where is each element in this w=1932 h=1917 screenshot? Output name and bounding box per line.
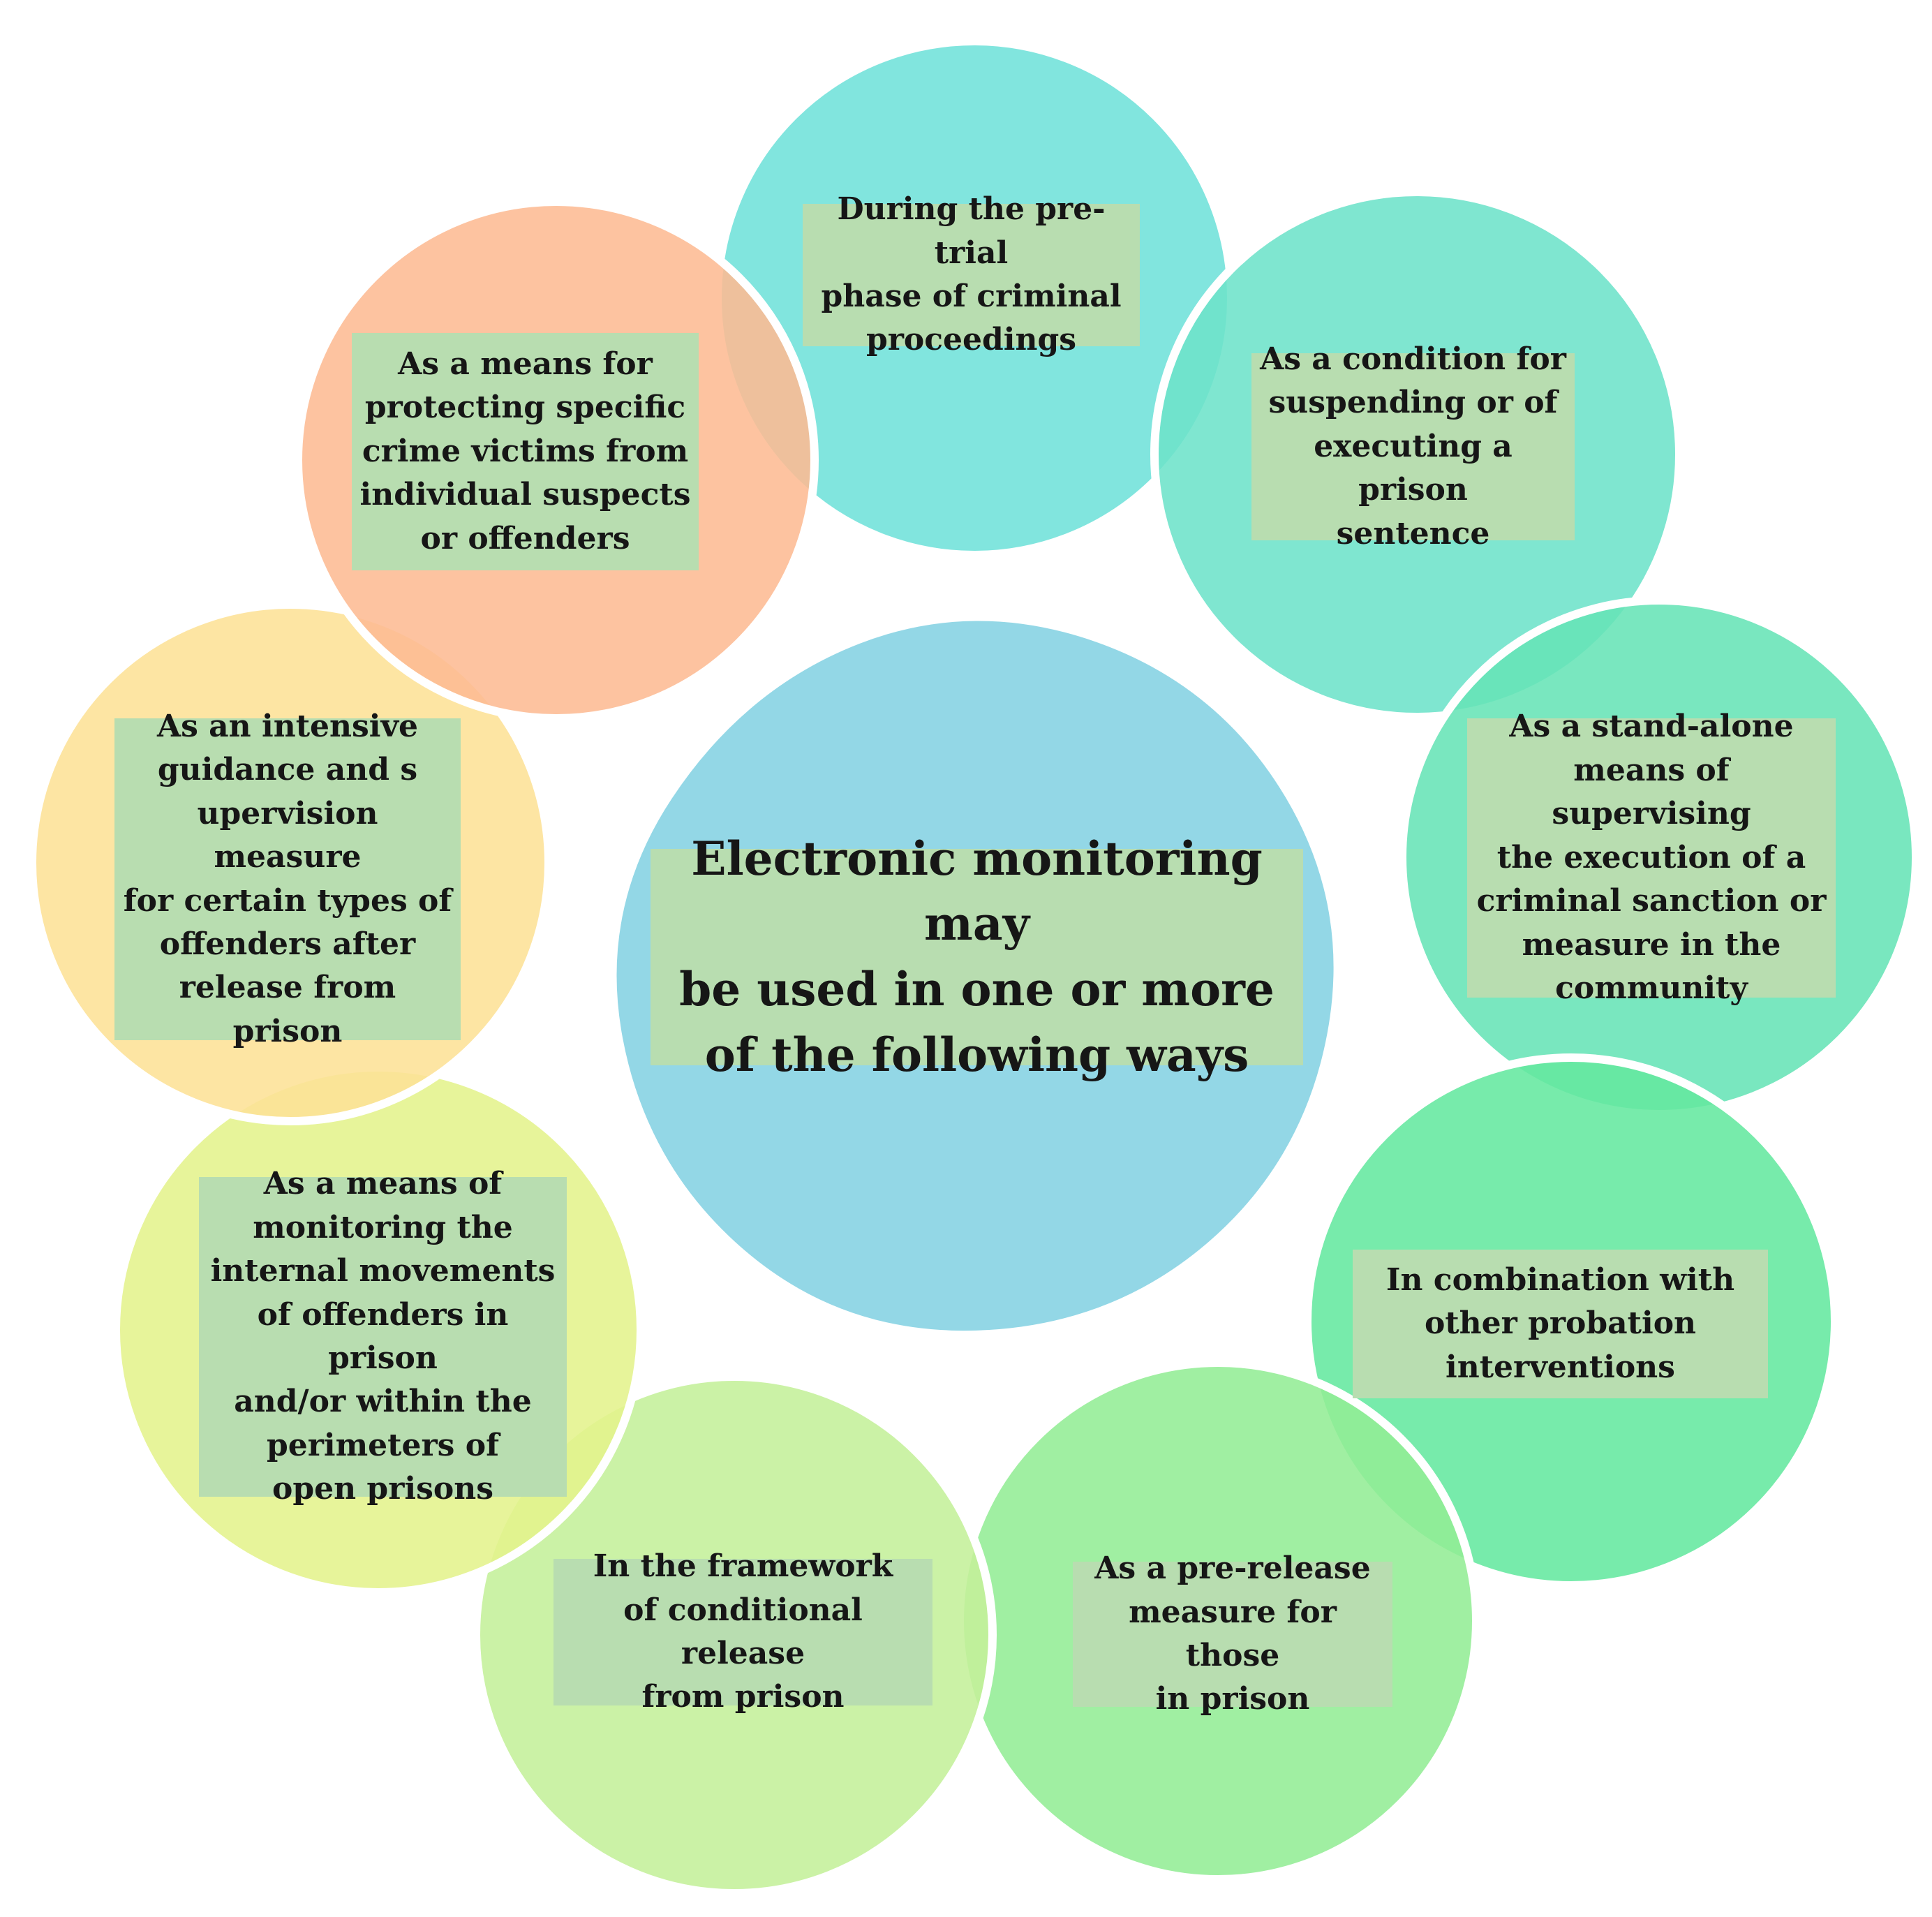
item-label-pre-trial: During the pre-trial phase of criminal p… <box>803 191 1140 357</box>
item-label-intensive-guidance: As an intensive guidance and s upervisio… <box>114 709 461 1049</box>
item-label-victim-protection: As a means for protecting specific crime… <box>352 333 699 570</box>
item-label-internal-movements: As a means of monitoring the internal mo… <box>199 1166 567 1507</box>
item-label-stand-alone: As a stand-alone means of supervising th… <box>1467 709 1836 1006</box>
item-label-probation: In combination with other probation inte… <box>1353 1250 1768 1398</box>
item-label-pre-release: As a pre-release measure for those in pr… <box>1073 1550 1392 1717</box>
item-label-prison-sentence: As a condition for suspending or of exec… <box>1251 341 1575 552</box>
center-title: Electronic monitoring may be used in one… <box>651 831 1303 1082</box>
item-label-conditional-release: In the framework of conditional release … <box>553 1548 932 1715</box>
